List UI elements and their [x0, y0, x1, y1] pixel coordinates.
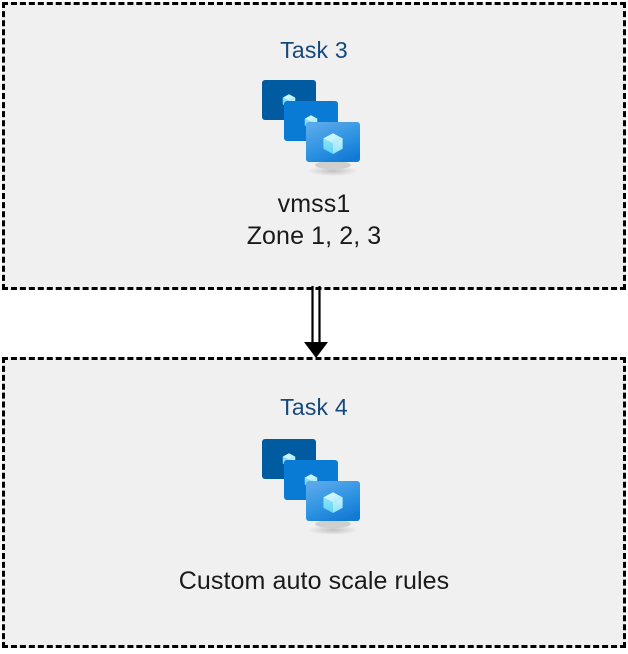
task-caption-task3: vmss1 Zone 1, 2, 3	[246, 190, 382, 250]
monitor-front-icon	[306, 481, 360, 521]
task-box-content: Task 4	[5, 360, 623, 645]
azure-vm-scale-set-icon	[262, 80, 360, 176]
monitor-stand-shadow	[308, 166, 358, 176]
task-box-content: Task 3	[5, 5, 623, 287]
monitor-front-icon	[306, 122, 360, 162]
monitor-stand-base	[315, 520, 351, 528]
task-title-task3: Task 3	[280, 37, 348, 63]
monitor-stand-shadow	[308, 525, 358, 535]
connector-arrow-task3-to-task4	[304, 286, 328, 358]
arrow-head	[304, 342, 328, 358]
monitor-stand-base	[315, 161, 351, 169]
task-title-task4: Task 4	[280, 394, 348, 420]
task-box-task4[interactable]: Task 4	[2, 357, 626, 648]
task-caption-task4: Custom auto scale rules	[178, 567, 450, 595]
task-box-task3[interactable]: Task 3	[2, 2, 626, 290]
azure-vm-scale-set-icon	[262, 439, 360, 535]
